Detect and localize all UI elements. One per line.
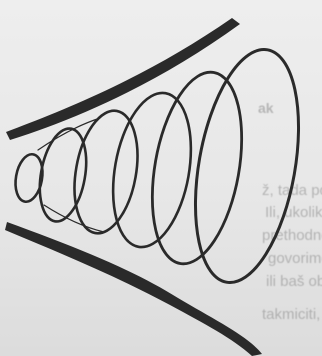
ring-6 (179, 41, 315, 290)
horn-lower-edge (5, 222, 262, 356)
horn-upper-edge (6, 18, 240, 140)
ring-3 (66, 106, 147, 239)
